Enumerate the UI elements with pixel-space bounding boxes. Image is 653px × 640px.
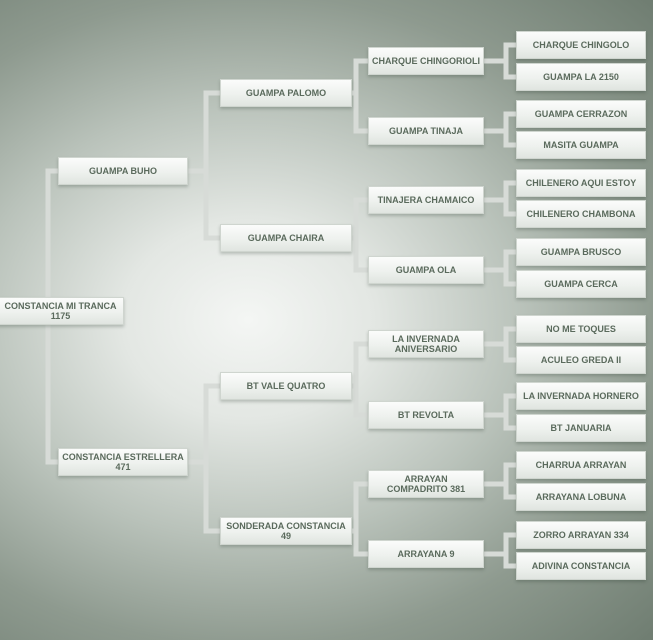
pedigree-node-gen3[interactable]: TINAJERA CHAMAICO [368, 186, 484, 214]
pedigree-node-gen4[interactable]: GUAMPA CERRAZON [516, 100, 646, 128]
pedigree-node-gen4[interactable]: BT JANUARIA [516, 414, 646, 442]
pedigree-node-gen3[interactable]: CHARQUE CHINGORIOLI [368, 47, 484, 75]
pedigree-node-gen4[interactable]: ADIVINA CONSTANCIA [516, 552, 646, 580]
pedigree-root-node[interactable]: CONSTANCIA MI TRANCA 1175 [0, 297, 124, 325]
pedigree-node-gen4[interactable]: ZORRO ARRAYAN 334 [516, 521, 646, 549]
pedigree-node-gen4[interactable]: CHARQUE CHINGOLO [516, 31, 646, 59]
pedigree-node-gen3[interactable]: ARRAYANA 9 [368, 540, 484, 568]
pedigree-node-gen4[interactable]: CHILENERO CHAMBONA [516, 200, 646, 228]
pedigree-node-gen4[interactable]: CHARRUA ARRAYAN [516, 451, 646, 479]
pedigree-node-gen4[interactable]: NO ME TOQUES [516, 315, 646, 343]
pedigree-node-gen3[interactable]: GUAMPA TINAJA [368, 117, 484, 145]
pedigree-node-dam[interactable]: CONSTANCIA ESTRELLERA 471 [58, 448, 188, 476]
pedigree-node-gen4[interactable]: CHILENERO AQUI ESTOY [516, 169, 646, 197]
pedigree-node-gen4[interactable]: GUAMPA CERCA [516, 270, 646, 298]
pedigree-node-gen4[interactable]: LA INVERNADA HORNERO [516, 382, 646, 410]
pedigree-node-gen4[interactable]: ARRAYANA LOBUNA [516, 483, 646, 511]
pedigree-node-gen2[interactable]: SONDERADA CONSTANCIA 49 [220, 517, 352, 545]
pedigree-node-gen2[interactable]: GUAMPA CHAIRA [220, 224, 352, 252]
pedigree-node-gen4[interactable]: GUAMPA BRUSCO [516, 238, 646, 266]
pedigree-node-gen2[interactable]: BT VALE QUATRO [220, 372, 352, 400]
pedigree-node-sire[interactable]: GUAMPA BUHO [58, 157, 188, 185]
pedigree-node-gen4[interactable]: ACULEO GREDA II [516, 346, 646, 374]
pedigree-node-gen4[interactable]: MASITA GUAMPA [516, 131, 646, 159]
pedigree-node-gen3[interactable]: LA INVERNADA ANIVERSARIO [368, 330, 484, 358]
pedigree-node-gen3[interactable]: GUAMPA OLA [368, 256, 484, 284]
pedigree-node-gen3[interactable]: BT REVOLTA [368, 401, 484, 429]
pedigree-node-gen2[interactable]: GUAMPA PALOMO [220, 79, 352, 107]
pedigree-node-gen4[interactable]: GUAMPA LA 2150 [516, 63, 646, 91]
pedigree-node-gen3[interactable]: ARRAYAN COMPADRITO 381 [368, 470, 484, 498]
